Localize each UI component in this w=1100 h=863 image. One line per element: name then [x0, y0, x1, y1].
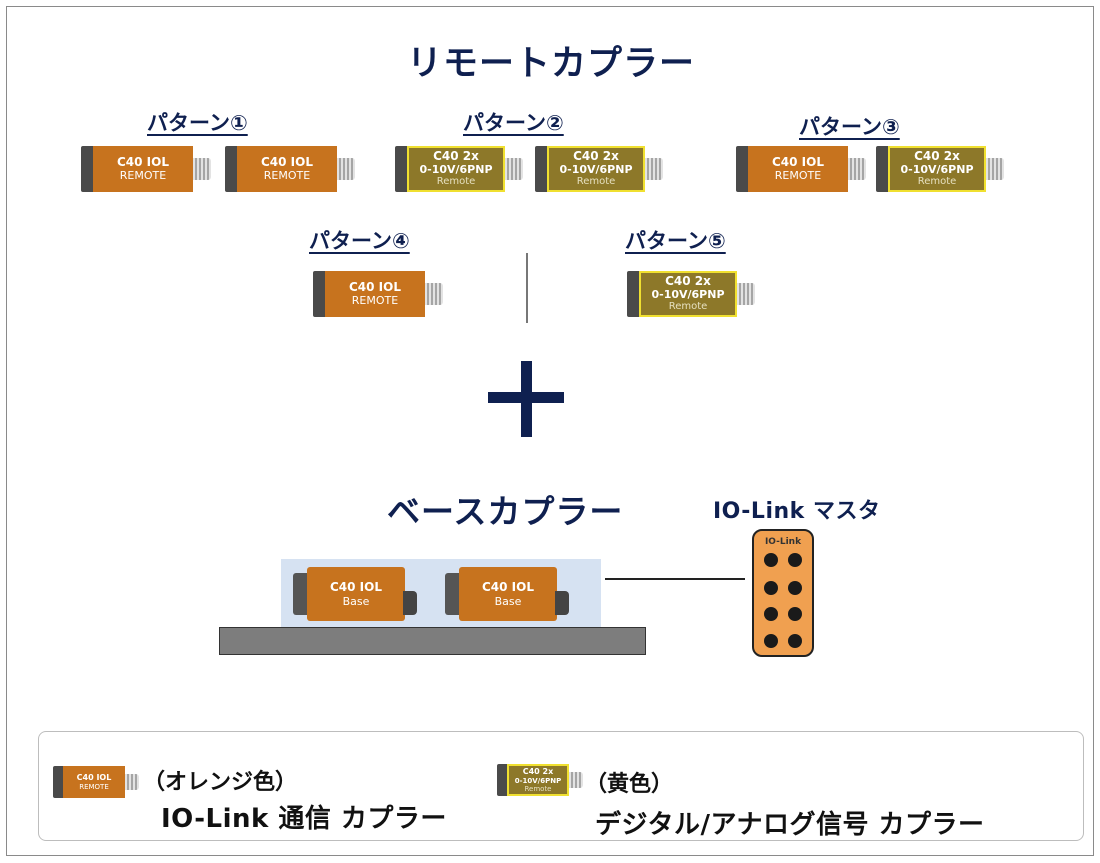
pattern-3-label: パターン③ [799, 115, 900, 139]
din-rail [219, 627, 646, 655]
legend-yellow-color-label: （黄色） [585, 772, 674, 797]
legend-orange-color-label: （オレンジ色） [143, 770, 298, 795]
master-port [764, 607, 778, 621]
plus-icon [488, 361, 564, 437]
io-link-master-device-label: IO-Link [764, 537, 802, 547]
master-port [788, 553, 802, 567]
pattern-2-label: パターン② [463, 111, 564, 135]
io-link-master-title: IO-Link マスタ [713, 499, 881, 524]
legend-yellow-description: デジタル/アナログ信号 カプラー [595, 810, 985, 840]
master-port [788, 607, 802, 621]
base-coupler-title: ベースカプラー [387, 492, 624, 531]
pattern-5-label: パターン⑤ [625, 229, 726, 253]
remote-coupler-title: リモートカプラー [406, 44, 695, 84]
io-link-master-device: IO-Link [752, 529, 814, 657]
master-port [764, 553, 778, 567]
connection-line [605, 578, 745, 580]
pattern-divider [526, 253, 528, 323]
master-port [764, 634, 778, 648]
pattern-4-label: パターン④ [309, 229, 410, 253]
legend-orange-description: IO-Link 通信 カプラー [161, 804, 447, 834]
pattern-1-label: パターン① [147, 111, 248, 135]
master-port [788, 581, 802, 595]
master-port [764, 581, 778, 595]
master-port [788, 634, 802, 648]
